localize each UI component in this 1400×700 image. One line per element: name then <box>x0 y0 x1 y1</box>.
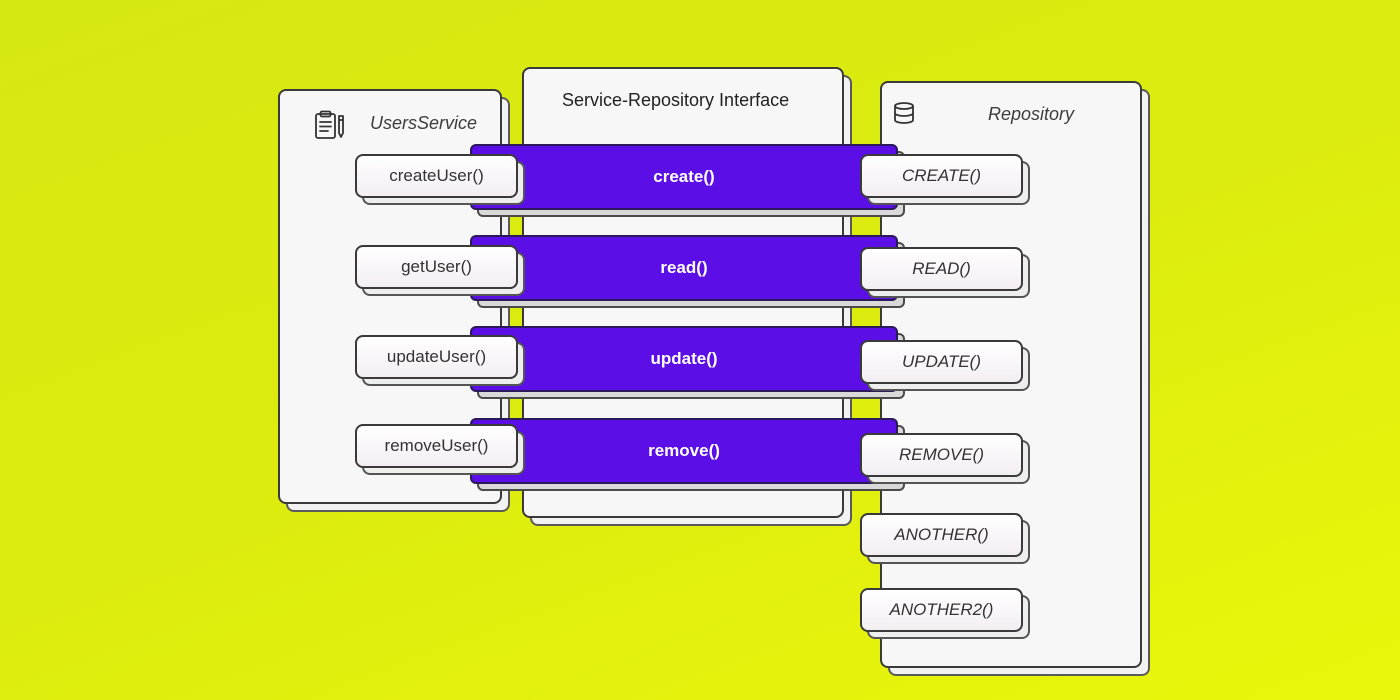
interface-method-read[interactable]: read() <box>470 235 898 301</box>
repository-title: Repository <box>988 104 1075 124</box>
service-method-create-user[interactable]: createUser() <box>355 154 518 198</box>
repository-method-remove[interactable]: REMOVE() <box>860 433 1023 477</box>
users-service-title: UsersService <box>370 113 478 133</box>
interface-method-create[interactable]: create() <box>470 144 898 210</box>
repository-method-read[interactable]: READ() <box>860 247 1023 291</box>
clipboard-icon <box>314 110 346 145</box>
service-method-get-user[interactable]: getUser() <box>355 245 518 289</box>
interface-title: Service-Repository Interface <box>562 90 790 110</box>
repository-method-another[interactable]: ANOTHER() <box>860 513 1023 557</box>
interface-method-remove[interactable]: remove() <box>470 418 898 484</box>
service-method-remove-user[interactable]: removeUser() <box>355 424 518 468</box>
interface-method-update[interactable]: update() <box>470 326 898 392</box>
repository-method-another2[interactable]: ANOTHER2() <box>860 588 1023 632</box>
database-icon <box>892 101 916 130</box>
repository-method-update[interactable]: UPDATE() <box>860 340 1023 384</box>
service-method-update-user[interactable]: updateUser() <box>355 335 518 379</box>
repository-method-create[interactable]: CREATE() <box>860 154 1023 198</box>
